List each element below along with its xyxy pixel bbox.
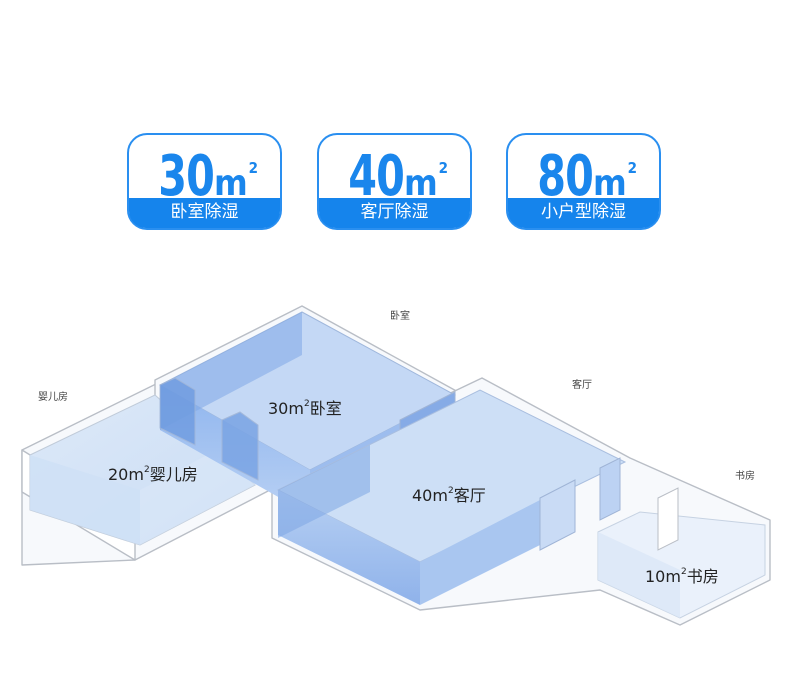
badge-label: 客厅除湿 <box>319 198 470 228</box>
room-label-living: 40m2客厅 <box>412 482 486 506</box>
label-study: 书房 <box>735 471 755 482</box>
badge-unit-text: m <box>404 163 438 204</box>
badge-number: 30 <box>158 144 215 209</box>
badge-30: 30m2 卧室除湿 <box>127 133 282 230</box>
badge-unit: m2 <box>214 137 258 215</box>
room-label-study: 10m2书房 <box>645 563 719 587</box>
room-name: 客厅 <box>453 486 486 505</box>
badge-80: 80m2 小户型除湿 <box>506 133 661 230</box>
room-area: 20 <box>108 465 129 484</box>
label-bedroom: 卧室 <box>390 311 410 322</box>
room-unit-sup: 2 <box>680 567 687 577</box>
label-living: 客厅 <box>572 380 592 391</box>
room-unit-sup: 2 <box>447 486 454 496</box>
room-label-bedroom: 30m2卧室 <box>268 395 342 419</box>
badge-label: 小户型除湿 <box>508 198 659 228</box>
room-name: 卧室 <box>309 399 342 418</box>
badge-unit-text: m <box>214 163 248 204</box>
label-nursery: 婴儿房 <box>38 392 68 403</box>
badge-unit: m2 <box>404 137 448 215</box>
room-area: 40 <box>412 486 433 505</box>
room-area: 10 <box>645 567 666 586</box>
badge-40: 40m2 客厅除湿 <box>317 133 472 230</box>
badge-number: 40 <box>348 144 405 209</box>
room-area: 30 <box>268 399 289 418</box>
badge-number: 80 <box>537 144 594 209</box>
badge-label: 卧室除湿 <box>129 198 280 228</box>
badge-value: 30m2 <box>129 137 280 215</box>
badge-unit-text: m <box>593 163 627 204</box>
room-unit: m <box>128 465 144 484</box>
living-volume <box>276 389 627 605</box>
badge-value: 40m2 <box>319 137 470 215</box>
badge-value: 80m2 <box>508 137 659 215</box>
room-name: 书房 <box>686 567 719 586</box>
room-unit: m <box>432 486 448 505</box>
room-name: 婴儿房 <box>149 465 198 484</box>
badge-unit-sup: 2 <box>438 159 449 177</box>
room-label-nursery: 20m2婴儿房 <box>108 461 198 485</box>
room-unit: m <box>665 567 681 586</box>
badge-unit-sup: 2 <box>627 159 638 177</box>
room-unit-sup: 2 <box>143 465 150 475</box>
badge-unit: m2 <box>593 137 637 215</box>
study-volume <box>597 487 766 619</box>
badge-unit-sup: 2 <box>248 159 259 177</box>
living-partitions <box>539 457 621 551</box>
room-unit: m <box>288 399 304 418</box>
room-unit-sup: 2 <box>303 399 310 409</box>
